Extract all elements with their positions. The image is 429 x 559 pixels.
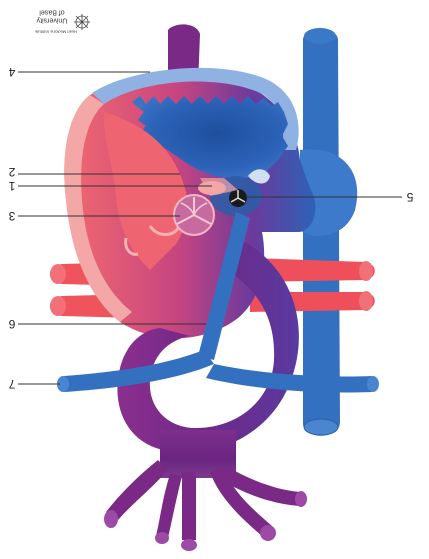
valve-3 (174, 195, 214, 235)
left-red-vessel-lower-end (50, 296, 66, 316)
branch-5 (156, 474, 182, 538)
vena-cava-top-opening (304, 28, 336, 44)
branch-2 (182, 472, 196, 540)
label-1: 1 (8, 179, 15, 193)
label-4: 4 (8, 65, 15, 79)
left-red-vessel-upper-end (50, 264, 66, 284)
label-7: 7 (8, 377, 15, 391)
label-5: 5 (406, 190, 413, 204)
pulmonary-vein-lower-end (359, 291, 373, 311)
branch-1 (106, 460, 168, 520)
label-3: 3 (8, 209, 15, 223)
horizontal-vessel-right-end (367, 376, 379, 392)
branch-5-end (155, 532, 169, 544)
logo-line-1: University (36, 17, 67, 24)
valve-5 (229, 189, 247, 207)
label-2: 2 (8, 165, 15, 179)
vena-cava-bottom-opening (304, 419, 338, 435)
logo-emblem-icon (74, 14, 90, 30)
branch-2-end (181, 539, 197, 551)
branch-1-end (104, 510, 118, 528)
logo-line-2: of Basel (39, 9, 65, 16)
logo-line-3: Heart Medicine Institute (34, 30, 77, 35)
branch-3-end (260, 525, 276, 541)
label-6: 6 (8, 317, 15, 331)
pulmonary-vein-upper-end (359, 261, 373, 281)
branch-4-end (295, 491, 307, 507)
university-logo: University of Basel Heart Medicine Insti… (34, 9, 90, 35)
